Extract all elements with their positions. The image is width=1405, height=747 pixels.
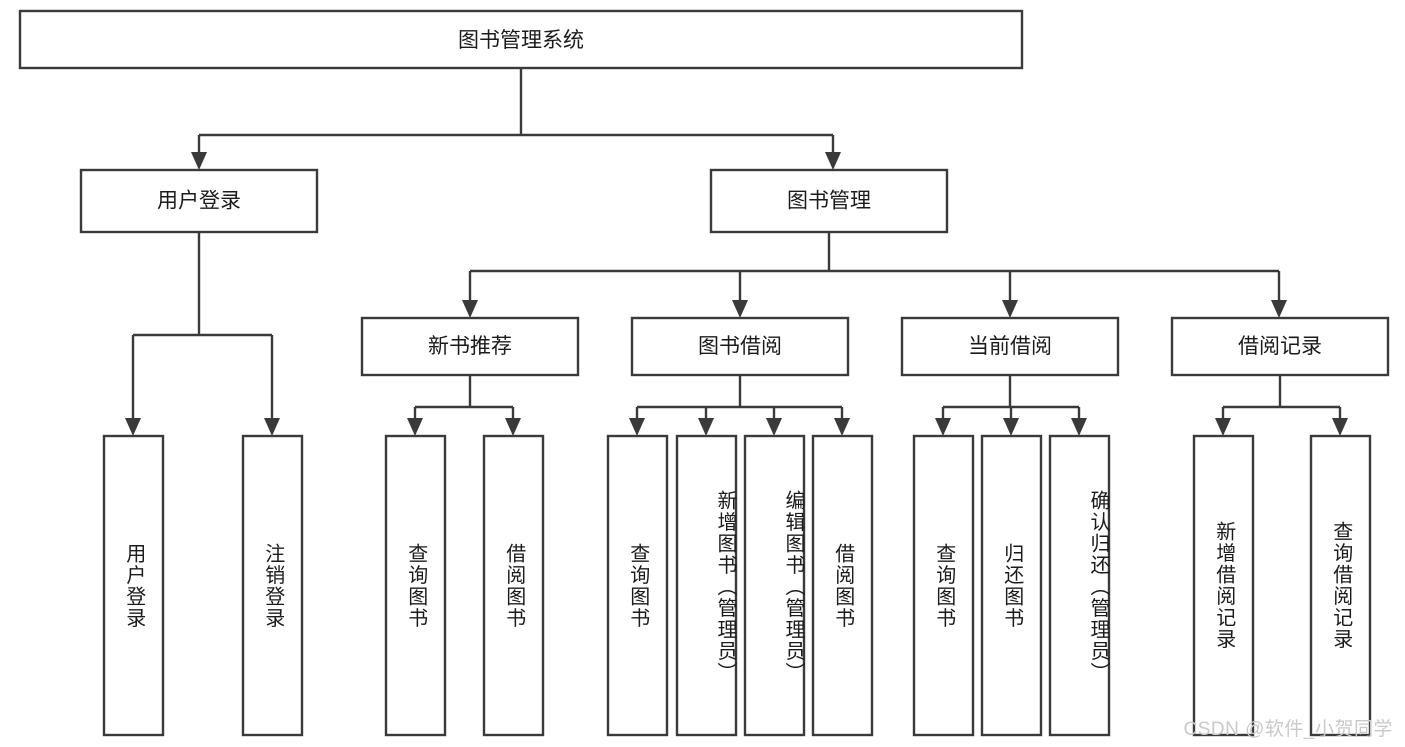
new-book-recommend-box <box>360 316 580 377</box>
leaf-box-edit-book[interactable] <box>743 434 806 737</box>
root-box <box>18 9 1024 70</box>
arrow-to-new-book <box>462 300 478 318</box>
leaf-box-borrow-book-1[interactable] <box>482 434 545 737</box>
arrow-to-leaf-logout <box>264 418 280 436</box>
arrow-to-leaf-query-book-2 <box>629 418 645 436</box>
arrow-to-leaf-borrow-book-2 <box>834 418 850 436</box>
arrow-to-leaf-edit-book <box>766 418 782 436</box>
book-borrow-label: 图书借阅 <box>698 335 782 358</box>
arrow-to-leaf-borrow-book-1 <box>505 418 521 436</box>
user-login-label: 用户登录 <box>157 190 241 213</box>
user-login-box <box>79 168 319 234</box>
arrow-to-leaf-add-book <box>698 418 714 436</box>
node-book-borrow[interactable]: 图书借阅 <box>630 316 850 377</box>
book-manage-label: 图书管理 <box>787 190 871 213</box>
arrow-to-leaf-user-login <box>125 418 141 436</box>
connector-root-to-level1 <box>191 68 841 170</box>
connector-current-borrow-to-leaves <box>935 375 1087 436</box>
leaf-box-add-record[interactable] <box>1192 434 1255 737</box>
arrow-to-current-borrow <box>1002 300 1018 318</box>
current-borrow-label: 当前借阅 <box>968 335 1052 358</box>
node-current-borrow[interactable]: 当前借阅 <box>900 316 1120 377</box>
arrow-to-borrow-record <box>1271 300 1287 318</box>
csdn-watermark: CSDN @软件_小贺同学 <box>1183 719 1393 740</box>
leaf-box-query-book-2[interactable] <box>606 434 669 737</box>
node-new-book-recommend[interactable]: 新书推荐 <box>360 316 580 377</box>
arrow-to-user-login <box>191 152 207 170</box>
leaf-box-borrow-book-2[interactable] <box>811 434 874 737</box>
connector-borrow-record-to-leaves <box>1215 375 1348 436</box>
connector-new-book-to-leaves <box>407 375 521 436</box>
leaf-box-logout[interactable] <box>241 434 304 737</box>
leaf-box-user-login[interactable] <box>102 434 165 737</box>
arrow-to-leaf-query-book-3 <box>935 418 951 436</box>
leaf-box-query-book-1[interactable] <box>384 434 447 737</box>
node-book-manage[interactable]: 图书管理 <box>709 168 949 234</box>
arrow-to-book-borrow <box>732 300 748 318</box>
arrow-to-book-manage <box>825 152 841 170</box>
connector-book-borrow-to-leaves <box>629 375 850 436</box>
connector-user-login-to-leaves <box>125 232 280 436</box>
arrow-to-leaf-return-book <box>1003 418 1019 436</box>
arrow-to-leaf-confirm-return <box>1071 418 1087 436</box>
leaf-box-query-record[interactable] <box>1309 434 1372 737</box>
arrow-to-leaf-query-record <box>1332 418 1348 436</box>
connector-book-manage-to-level2 <box>462 232 1287 318</box>
node-root[interactable]: 图书管理系统 <box>18 9 1024 70</box>
root-label: 图书管理系统 <box>458 29 584 52</box>
new-book-recommend-label: 新书推荐 <box>428 335 512 358</box>
node-borrow-record[interactable]: 借阅记录 <box>1170 316 1390 377</box>
current-borrow-box <box>900 316 1120 377</box>
node-user-login[interactable]: 用户登录 <box>79 168 319 234</box>
borrow-record-label: 借阅记录 <box>1238 335 1322 358</box>
arrow-to-leaf-add-record <box>1215 418 1231 436</box>
leaf-box-add-book[interactable] <box>675 434 738 737</box>
arrow-to-leaf-query-book-1 <box>407 418 423 436</box>
leaf-box-return-book[interactable] <box>980 434 1043 737</box>
leaf-box-confirm-return[interactable] <box>1048 434 1111 737</box>
leaf-box-query-book-3[interactable] <box>912 434 975 737</box>
